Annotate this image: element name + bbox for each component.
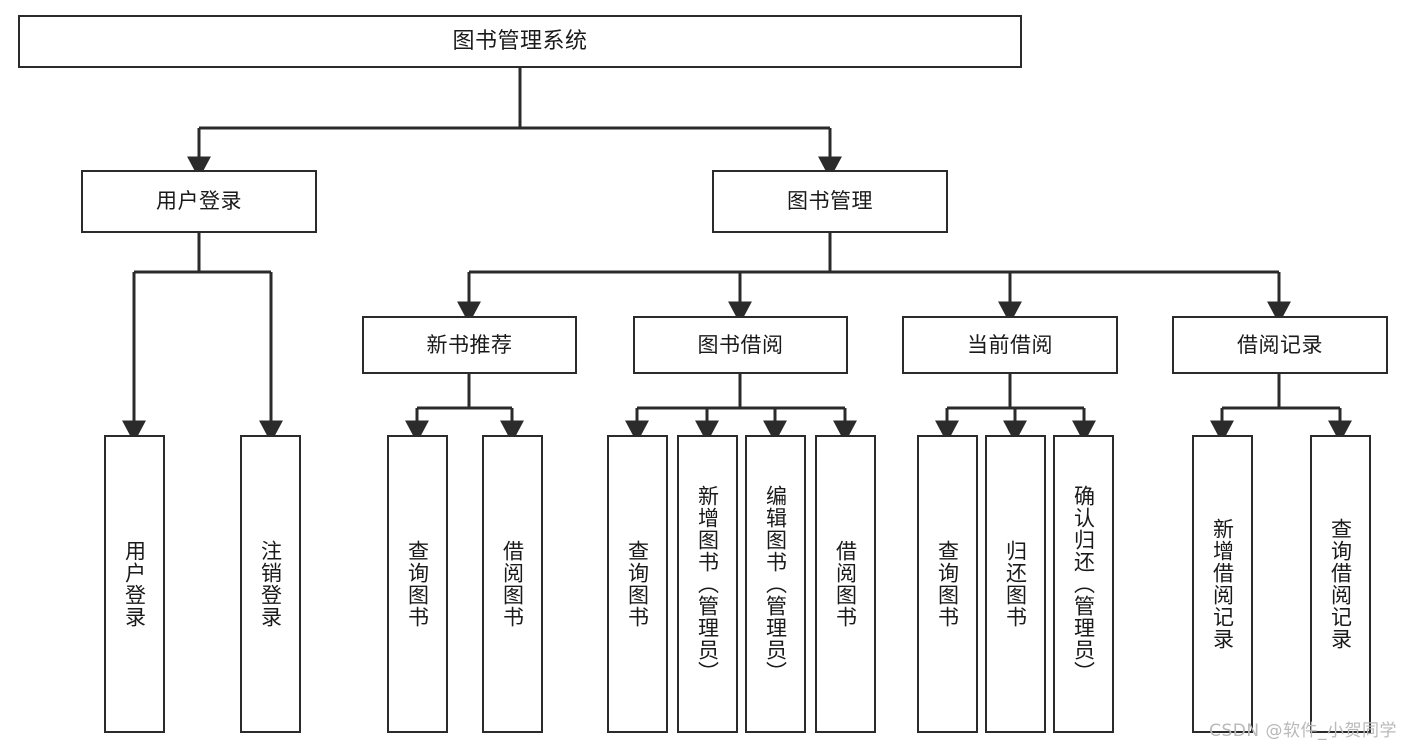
node-label: 图书管理 <box>787 189 873 214</box>
node-label: 查询图书 <box>405 540 430 628</box>
leaf-borrow-record-query-record[interactable]: 查询借阅记录 <box>1310 435 1371 733</box>
node-label: 借阅图书 <box>833 540 858 628</box>
node-label: 新书推荐 <box>426 332 513 357</box>
leaf-book-borrow-edit-book-admin[interactable]: 编辑图书（管理员） <box>745 435 806 733</box>
leaf-current-borrow-return-book[interactable]: 归还图书 <box>985 435 1046 733</box>
leaf-book-borrow-query-book[interactable]: 查询图书 <box>607 435 668 733</box>
node-book-management-system[interactable]: 图书管理系统 <box>18 15 1022 68</box>
leaf-new-book-borrow-book[interactable]: 借阅图书 <box>482 435 543 733</box>
node-label: 图书管理系统 <box>452 28 588 54</box>
node-label: 新增图书（管理员） <box>695 485 720 683</box>
node-label: 用户登录 <box>122 540 147 628</box>
node-label: 归还图书 <box>1003 540 1028 628</box>
node-label: 当前借阅 <box>967 332 1053 357</box>
node-label: 查询图书 <box>935 540 960 628</box>
node-label: 查询借阅记录 <box>1328 518 1353 650</box>
leaf-book-borrow-add-book-admin[interactable]: 新增图书（管理员） <box>677 435 738 733</box>
node-book-borrowing[interactable]: 图书借阅 <box>633 316 848 374</box>
node-label: 新增借阅记录 <box>1210 518 1235 650</box>
node-user-login[interactable]: 用户登录 <box>81 170 317 233</box>
leaf-new-book-query-book[interactable]: 查询图书 <box>387 435 448 733</box>
node-label: 用户登录 <box>156 189 242 214</box>
leaf-current-borrow-confirm-return-admin[interactable]: 确认归还（管理员） <box>1053 435 1114 733</box>
node-label: 编辑图书（管理员） <box>763 485 788 683</box>
node-label: 确认归还（管理员） <box>1071 485 1096 683</box>
node-book-management[interactable]: 图书管理 <box>712 170 948 233</box>
leaf-current-borrow-query-book[interactable]: 查询图书 <box>917 435 978 733</box>
node-label: 注销登录 <box>258 540 283 628</box>
leaf-user-login-logout[interactable]: 注销登录 <box>240 435 301 733</box>
node-current-borrowing[interactable]: 当前借阅 <box>902 316 1118 374</box>
node-label: 借阅记录 <box>1237 332 1323 357</box>
leaf-book-borrow-borrow-book[interactable]: 借阅图书 <box>815 435 876 733</box>
csdn-watermark: CSDN @软件_小贺同学 <box>1209 721 1397 741</box>
leaf-borrow-record-add-record[interactable]: 新增借阅记录 <box>1192 435 1253 733</box>
node-label: 查询图书 <box>625 540 650 628</box>
node-label: 借阅图书 <box>500 540 525 628</box>
node-borrow-records[interactable]: 借阅记录 <box>1172 316 1388 374</box>
node-new-book-recommendation[interactable]: 新书推荐 <box>362 316 577 374</box>
node-label: 图书借阅 <box>697 332 784 357</box>
leaf-user-login-login[interactable]: 用户登录 <box>104 435 165 733</box>
